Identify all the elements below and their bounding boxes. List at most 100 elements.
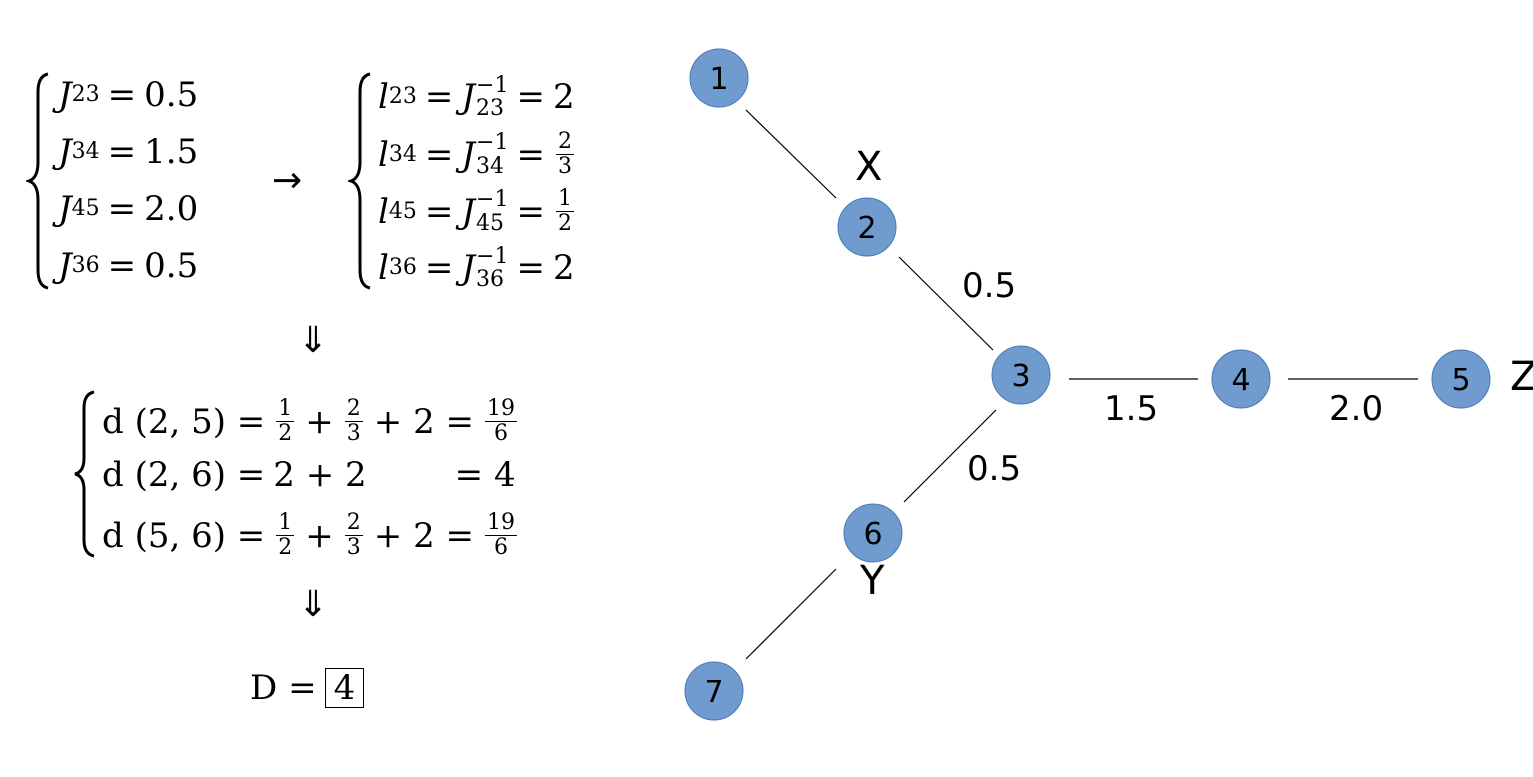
distance-remainder: + 2 =	[373, 401, 475, 442]
fraction-numerator: 2	[344, 510, 363, 536]
double-down-arrow-icon: ⇓	[298, 320, 329, 361]
length-value: 2	[552, 77, 575, 118]
edge-weight-3-6: 0.5	[967, 449, 1021, 489]
coupling-subscript: 45	[476, 210, 505, 236]
coupling-symbol: J	[461, 134, 476, 175]
node-6: 6	[843, 503, 903, 563]
length-symbol: l	[378, 77, 389, 118]
double-down-arrow-icon: ⇓	[298, 584, 329, 625]
fraction-denominator: 3	[557, 154, 572, 179]
node-label: 4	[1231, 363, 1250, 398]
fraction-numerator: 1	[555, 186, 574, 212]
node-2: 2	[837, 197, 897, 257]
coupling-symbol: J	[58, 189, 72, 229]
graph-nodes: 1 2 3 4 5 6 7	[684, 48, 1491, 721]
node-circle	[1431, 349, 1491, 409]
distance-label: d (2, 6) =	[102, 455, 266, 495]
node-circle	[684, 661, 744, 721]
coupling-symbol: J	[461, 77, 476, 118]
diameter-value-box: 4	[324, 668, 365, 708]
plus-sign: +	[305, 401, 334, 442]
node-label: 3	[1011, 359, 1030, 394]
coupling-subscript: 34	[476, 153, 505, 179]
node-label: 6	[863, 517, 882, 552]
graph-edges	[745, 109, 1418, 660]
tag-x: X	[855, 144, 882, 190]
coupling-subscript: 23	[476, 96, 505, 122]
node-3: 3	[991, 345, 1051, 405]
coupling-symbol: J	[58, 132, 72, 172]
length-symbol: l	[378, 191, 389, 232]
fraction-denominator: 6	[494, 421, 509, 446]
distance-row: d (2, 6) = 2 + 2 = 4	[102, 458, 516, 492]
tag-z: Z	[1510, 354, 1533, 400]
coupling-subscript: 36	[476, 267, 505, 293]
fraction-denominator: 6	[494, 535, 509, 560]
coupling-value: 0.5	[144, 246, 199, 286]
brace-couplings	[26, 72, 49, 290]
fraction-numerator: 1	[276, 396, 295, 422]
fraction-numerator: 1	[276, 510, 295, 536]
edge-weight-4-5: 2.0	[1329, 389, 1383, 429]
coupling-value: 1.5	[144, 132, 199, 172]
node-circle	[991, 345, 1051, 405]
length-symbol: l	[378, 134, 389, 175]
inverse-exponent: −1	[476, 130, 509, 156]
fraction-denominator: 3	[346, 421, 361, 446]
right-arrow-icon: →	[272, 160, 303, 201]
inverse-exponent: −1	[476, 187, 509, 213]
edge-weights: 0.5 1.5 2.0 0.5	[962, 266, 1383, 489]
edge-2-3	[898, 256, 994, 351]
brace-distances	[74, 390, 95, 558]
coupling-value: 2.0	[144, 189, 199, 229]
node-label: 1	[709, 62, 728, 97]
fraction-denominator: 3	[346, 535, 361, 560]
fraction-denominator: 2	[278, 421, 293, 446]
coupling-symbol: J	[58, 75, 72, 115]
fraction-numerator: 19	[485, 510, 518, 536]
distance-result: = 4	[454, 455, 516, 495]
brace-lengths	[348, 72, 371, 290]
coupling-value: 0.5	[144, 75, 199, 115]
coupling-symbol: J	[461, 248, 476, 289]
coupling-symbol: J	[58, 246, 72, 286]
node-circle	[843, 503, 903, 563]
node-7: 7	[684, 661, 744, 721]
edge-1-2	[745, 109, 837, 199]
node-label: 7	[704, 675, 723, 710]
node-5: 5	[1431, 349, 1491, 409]
fraction-denominator: 2	[557, 211, 572, 236]
node-tags: X Z Y	[855, 144, 1533, 604]
node-1: 1	[689, 48, 749, 108]
node-circle	[837, 197, 897, 257]
fraction-numerator: 19	[485, 396, 518, 422]
fraction-numerator: 2	[555, 129, 574, 155]
diameter-label: D =	[250, 668, 317, 708]
inverse-exponent: −1	[476, 73, 509, 98]
distance-label: d (2, 5) =	[102, 401, 266, 442]
node-circle	[689, 48, 749, 108]
length-value: 2	[552, 248, 575, 289]
coupling-symbol: J	[461, 191, 476, 232]
edge-weight-2-3: 0.5	[962, 266, 1016, 306]
edge-3-6	[903, 409, 997, 503]
distance-expression: 2 + 2	[273, 455, 367, 495]
